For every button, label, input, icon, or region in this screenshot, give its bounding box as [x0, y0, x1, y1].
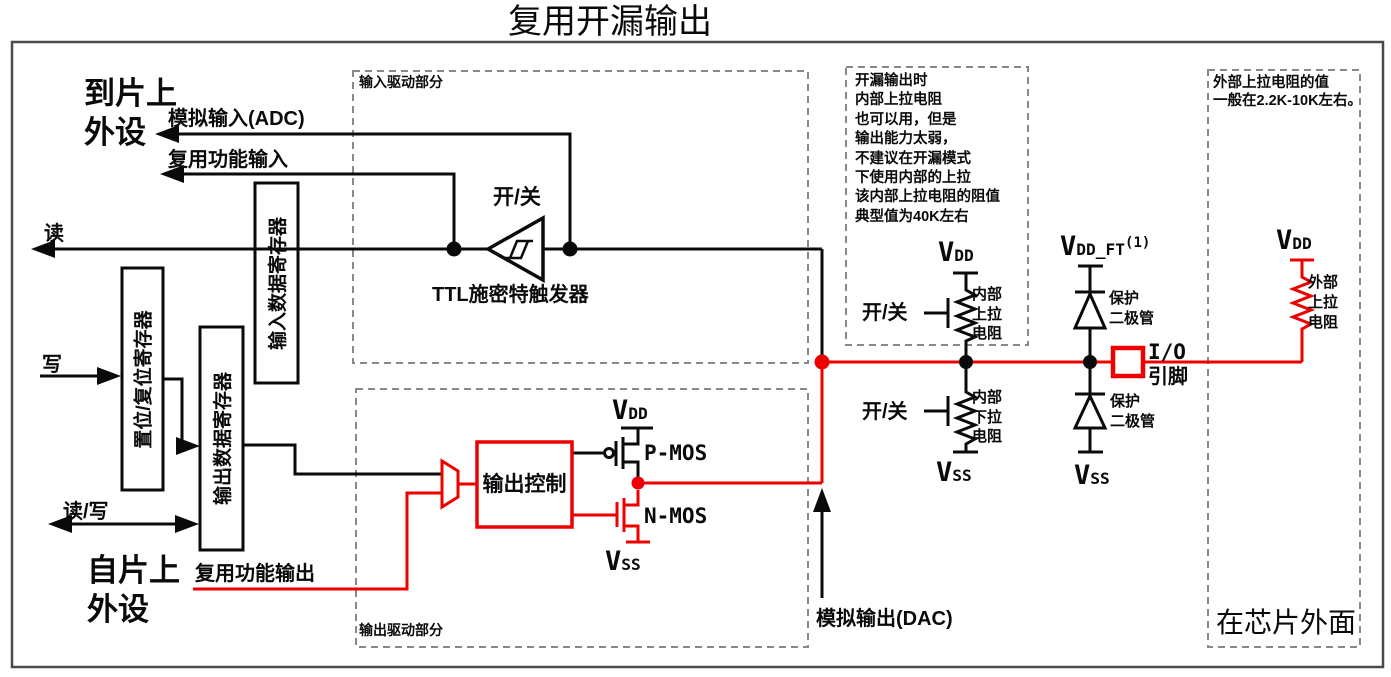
- io-label: I/O: [1148, 340, 1186, 364]
- hysteresis-glyph: [505, 239, 533, 260]
- setreset-to-odr-wire: [163, 377, 189, 448]
- read-write-left-arrowhead: [48, 515, 72, 533]
- analog-input-arrowhead: [155, 125, 179, 143]
- diagram-title: 复用开漏输出: [508, 3, 712, 41]
- set-reset-register-label: 置位/复位寄存器: [134, 309, 155, 449]
- pulldown-onoff-label: 开/关: [862, 401, 908, 423]
- vss-nmos-label: VSS: [605, 546, 641, 577]
- internal-pullup-label: 内部 上拉 电阻: [972, 286, 1003, 342]
- vdd-pullup-label: VDD: [938, 237, 974, 268]
- analog-input-wire: [166, 132, 572, 249]
- analog-input-label: 模拟输入(ADC): [168, 108, 305, 130]
- dashed-section-boxes: [352, 66, 1361, 648]
- mos-output-wire: [638, 362, 824, 485]
- read-write-right-arrowhead: [175, 515, 199, 533]
- from-chip-peripheral-label: 自片上 外设: [87, 551, 180, 629]
- set-reset-register: 置位/复位寄存器: [122, 268, 163, 490]
- pmos-symbol: [603, 426, 653, 478]
- protection-diode-upper: [1072, 264, 1108, 356]
- nmos-symbol: [615, 490, 650, 544]
- read-write-label: 读/写: [63, 501, 109, 523]
- af-input-label: 复用功能输入: [168, 149, 288, 171]
- vddft-label: VDD_FT(1): [1060, 231, 1151, 262]
- vdd-external-label: VDD: [1276, 225, 1312, 256]
- from-chip-line1: 自片上: [87, 553, 180, 588]
- pull-junction: [959, 355, 973, 369]
- input-data-register: 输入数据寄存器: [255, 183, 298, 383]
- vss-diode-label: VSS: [1074, 460, 1110, 491]
- to-chip-line2: 外设: [84, 115, 146, 150]
- nmos-label: N-MOS: [644, 504, 708, 528]
- schmitt-trigger-symbol: [484, 215, 545, 283]
- outside-chip-label: 在芯片外面: [1216, 607, 1357, 638]
- to-chip-peripheral-label: 到片上 外设: [84, 74, 177, 152]
- output-data-register-box: [198, 325, 245, 552]
- internal-pullup-symbol: [924, 271, 980, 356]
- lower-diode-label: 保护 二极管: [1110, 393, 1156, 430]
- schmitt-input-junction: [562, 241, 578, 257]
- read-label: 读: [44, 223, 64, 245]
- af-input-wire: [171, 172, 456, 249]
- schmitt-onoff-label: 开/关: [493, 186, 541, 209]
- output-control-label: 输出控制: [482, 472, 567, 496]
- from-chip-line2: 外设: [87, 592, 149, 627]
- external-note-text: 外部上拉电阻的值 一般在2.2K-10K左右。: [1213, 75, 1363, 109]
- mux-symbol: [440, 458, 460, 510]
- output-data-register-label: 输出数据寄存器: [213, 371, 235, 506]
- output-driver-section-label: 输出驱动部分: [359, 622, 443, 638]
- dac-arrowhead: [813, 488, 831, 512]
- internal-pulldown-label: 内部 下拉 电阻: [972, 389, 1003, 445]
- input-data-register-label: 输入数据寄存器: [268, 216, 290, 350]
- output-driver-box: [355, 388, 809, 648]
- analog-output-label: 模拟输出(DAC): [816, 608, 953, 630]
- register-boxes: [120, 181, 300, 552]
- output-data-register: 输出数据寄存器: [200, 327, 243, 550]
- pull-note-box: [845, 66, 1029, 346]
- setreset-arrowhead: [176, 437, 200, 455]
- schmitt-label: TTL施密特触发器: [432, 284, 589, 306]
- mos-drain-junction: [631, 476, 645, 490]
- red-wires: [193, 258, 1316, 591]
- to-chip-line1: 到片上: [84, 76, 177, 111]
- protection-diode-lower: [1072, 362, 1108, 454]
- input-driver-box: [352, 70, 809, 364]
- external-pullup-symbol: [1288, 258, 1316, 362]
- vss-pulldown-label: VSS: [936, 457, 972, 488]
- diode-junction: [1083, 355, 1097, 369]
- af-output-wire: [193, 491, 442, 591]
- external-box: [1207, 69, 1361, 648]
- pulldown-switch-gate: [924, 396, 950, 426]
- output-control-box: [475, 440, 574, 529]
- upper-diode-label: 保护 二极管: [1109, 290, 1155, 327]
- af-input-arrowhead: [160, 165, 184, 183]
- pmos-label: P-MOS: [644, 441, 708, 465]
- pullup-switch-gate: [924, 298, 950, 328]
- read-wire: [42, 247, 824, 355]
- diagram-frame: [10, 40, 1385, 669]
- pull-note-text: 开漏输出时 内部上拉电阻 也可以用，但是 输出能力太弱， 不建议在开漏模式 下使…: [855, 73, 1000, 225]
- external-pullup-label: 外部 上拉 电阻: [1308, 274, 1339, 331]
- rail-junction: [814, 354, 830, 370]
- io-pin-pad: [1110, 345, 1146, 379]
- input-driver-section-label: 输入驱动部分: [359, 74, 443, 90]
- read-arrowhead: [31, 240, 55, 258]
- odr-to-mux-wire: [243, 443, 442, 476]
- pullup-onoff-label: 开/关: [862, 302, 908, 324]
- junction-dots: [446, 241, 1097, 490]
- write-arrowhead: [97, 367, 121, 385]
- arrowheads: [31, 125, 831, 533]
- vdd-pmos-label: VDD: [612, 395, 648, 426]
- internal-pulldown-symbol: [924, 362, 980, 454]
- write-label: 写: [42, 354, 62, 376]
- af-output-label: 复用功能输出: [195, 563, 315, 585]
- io-pin-label: 引脚: [1148, 366, 1188, 388]
- input-data-register-box: [253, 181, 300, 385]
- schmitt-output-junction: [446, 241, 462, 257]
